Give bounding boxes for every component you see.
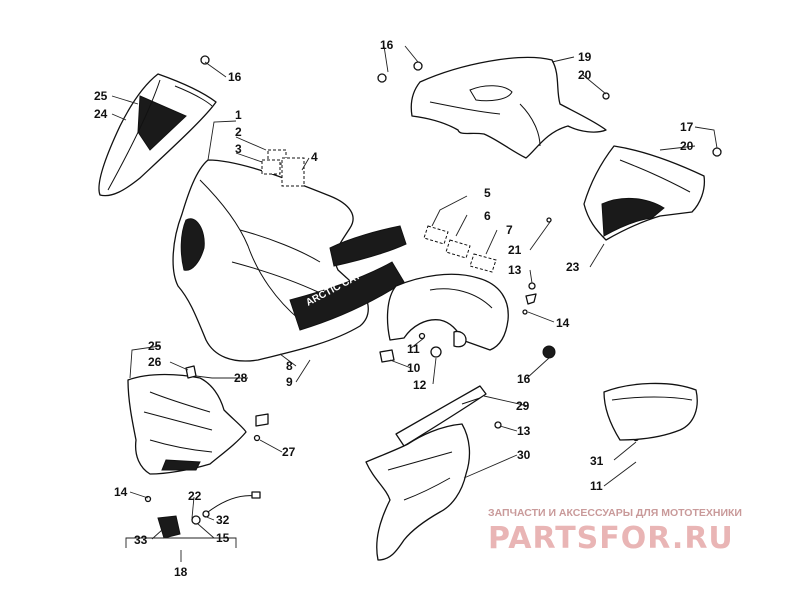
callout-10: 10 — [407, 361, 421, 375]
callout-9: 9 — [286, 375, 293, 389]
front-grille-part — [127, 365, 269, 475]
callout-8: 8 — [286, 359, 293, 373]
rear-cover-part — [603, 382, 698, 441]
fastener-parts — [144, 55, 722, 503]
callout-1: 1 — [235, 108, 242, 122]
callout-18: 20 — [578, 68, 592, 82]
callout-16-side: 17 — [680, 120, 694, 134]
callout-4: 4 — [311, 150, 318, 164]
callout-21: 23 — [566, 260, 580, 274]
callout-26: 28 — [234, 371, 248, 385]
front-fender-part — [386, 273, 509, 351]
callout-14-grille: 14 — [114, 485, 128, 499]
fender-decals-part — [423, 225, 497, 273]
watermark-brand: PARTSFOR.RU — [488, 521, 734, 556]
watermark: ЗАПЧАСТИ И АКСЕССУАРЫ ДЛЯ МОТОТЕХНИКИ PA… — [488, 507, 742, 556]
callout-13-fender: 13 — [508, 263, 522, 277]
callout-27: 29 — [516, 399, 530, 413]
callout-20-side: 21 — [508, 243, 522, 257]
callout-11-cover: 11 — [590, 479, 603, 493]
callout-5: 5 — [484, 186, 491, 200]
light-harness-part — [157, 491, 261, 539]
inner-fender-part — [365, 423, 471, 561]
callout-24: 25 — [148, 339, 162, 353]
leader-lines — [111, 45, 718, 562]
callout-17: 19 — [578, 50, 592, 64]
side-panel-part — [583, 145, 706, 241]
side-bar-part — [395, 385, 487, 447]
callout-19: 20 — [680, 139, 694, 153]
callout-labels: 16 25 24 1 2 3 4 16 19 20 17 20 5 6 7 21… — [94, 38, 694, 579]
callout-32: 32 — [216, 513, 230, 527]
callout-6: 6 — [484, 209, 491, 223]
watermark-tagline: ЗАПЧАСТИ И АКСЕССУАРЫ ДЛЯ МОТОТЕХНИКИ — [488, 507, 742, 519]
callout-16-rear: 16 — [380, 38, 394, 52]
callout-13-bar: 13 — [517, 424, 531, 438]
callout-23: 25 — [94, 89, 108, 103]
callout-25-bottom: 27 — [282, 445, 296, 459]
callout-14-fender: 14 — [556, 316, 570, 330]
nose-cowl-part — [98, 73, 217, 197]
callout-25-top: 26 — [148, 355, 162, 369]
callout-22: 24 — [94, 107, 108, 121]
callout-11-fender: 11 — [407, 342, 420, 356]
callout-16-nose: 16 — [228, 70, 242, 84]
front-hood-part: ARCTIC CAT — [172, 159, 407, 362]
callout-7: 7 — [506, 223, 513, 237]
callout-30: 18 — [174, 565, 188, 579]
callout-20-light: 22 — [188, 489, 202, 503]
callout-28: 30 — [517, 448, 531, 462]
callout-2: 2 — [235, 125, 242, 139]
callout-3: 3 — [235, 142, 242, 156]
callout-15: 16 — [517, 372, 531, 386]
callout-29: 31 — [590, 454, 604, 468]
hood-decals-part — [261, 149, 305, 187]
callout-12: 12 — [413, 378, 427, 392]
rear-panel-part — [410, 56, 607, 159]
callout-31: 33 — [134, 533, 148, 547]
callout-33: 15 — [216, 531, 230, 545]
